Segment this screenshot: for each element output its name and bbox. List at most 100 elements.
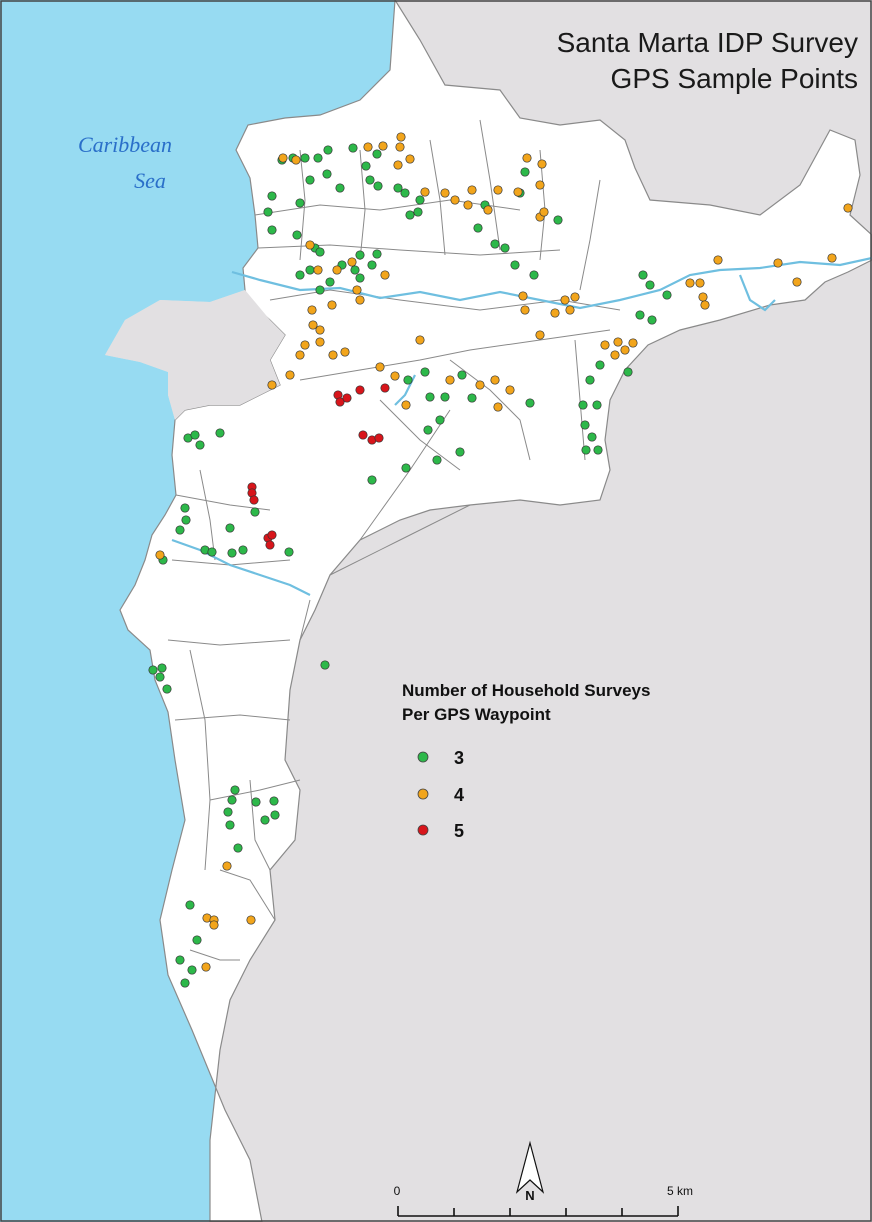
sample-point-orange [201,962,211,972]
sample-point-orange [401,400,411,410]
sample-point-green [638,270,648,280]
legend-dot-3 [417,751,429,763]
sample-point-green [425,392,435,402]
sample-point-green [355,250,365,260]
legend-label-4: 4 [454,785,464,805]
sample-point-orange [613,337,623,347]
sample-point-green [225,820,235,830]
sample-point-green [269,796,279,806]
sea-label-line2: Sea [134,168,166,193]
sample-point-orange [315,325,325,335]
sample-points [148,132,853,988]
sample-point-green [623,367,633,377]
sea-label-line1: Caribbean [78,132,172,157]
sample-point-green [405,210,415,220]
sample-point-orange [565,305,575,315]
sample-point-green [335,183,345,193]
sample-point-orange [467,185,477,195]
sample-point-green [315,285,325,295]
sample-point-orange [505,385,515,395]
sample-point-green [315,247,325,257]
map-title-line1: Santa Marta IDP Survey [557,27,858,58]
sample-point-green [207,547,217,557]
sample-point-orange [300,340,310,350]
sample-point-orange [328,350,338,360]
sample-point-orange [698,292,708,302]
north-label: N [525,1188,534,1203]
sample-point-green [367,475,377,485]
sample-point-green [400,188,410,198]
sample-point-orange [315,337,325,347]
sample-point-orange [313,265,323,275]
sample-point-orange [522,153,532,163]
sample-point-orange [340,347,350,357]
sample-point-orange [535,330,545,340]
legend-label-3: 3 [454,748,464,768]
sample-point-green [180,978,190,988]
sample-point-orange [560,295,570,305]
sample-point-green [155,672,165,682]
sample-point-orange [792,277,802,287]
sample-point-orange [332,265,342,275]
legend-title-line1: Number of Household Surveys [402,681,650,700]
sample-point-green [361,161,371,171]
city-area [119,0,872,1222]
sample-point-green [250,507,260,517]
sample-point-green [320,660,330,670]
sample-point-green [195,440,205,450]
sample-point-green [148,665,158,675]
sample-point-green [510,260,520,270]
sample-point-green [323,145,333,155]
sample-point-green [520,167,530,177]
sample-point-green [187,965,197,975]
sample-point-green [593,445,603,455]
sample-point-green [175,525,185,535]
sample-point-orange [393,160,403,170]
sample-point-green [185,900,195,910]
sample-point-orange [395,142,405,152]
sample-point-red [265,540,275,550]
sample-point-green [263,207,273,217]
sample-point-green [415,195,425,205]
sample-point-orange [445,375,455,385]
sample-point-orange [378,141,388,151]
sample-point-orange [285,370,295,380]
sample-point-red [355,385,365,395]
sample-point-green [529,270,539,280]
sample-point-green [578,400,588,410]
sample-point-orange [267,380,277,390]
sample-point-green [305,175,315,185]
sample-point-green [322,169,332,179]
sample-point-orange [537,159,547,169]
sample-point-red [267,530,277,540]
sample-point-orange [355,295,365,305]
sample-point-orange [396,132,406,142]
sample-point-red [374,433,384,443]
sample-point-green [295,270,305,280]
sample-point-green [635,310,645,320]
sample-point-green [401,463,411,473]
sample-point-orange [155,550,165,560]
sample-point-green [365,175,375,185]
sample-point-green [585,375,595,385]
sample-point-orange [390,371,400,381]
caribbean-sea [0,0,395,1222]
legend-label-5: 5 [454,821,464,841]
sample-point-green [413,207,423,217]
sample-point-green [260,815,270,825]
sample-point-green [305,265,315,275]
sample-point-green [162,684,172,694]
sample-point-red [358,430,368,440]
north-arrow-icon [515,1140,545,1194]
sample-point-green [215,428,225,438]
sample-point-orange [490,375,500,385]
sample-point-green [403,375,413,385]
district-boundaries [167,119,621,961]
sample-point-orange [535,180,545,190]
sample-point-green [467,393,477,403]
sample-point-orange [518,291,528,301]
sample-point-green [440,392,450,402]
sample-point-orange [278,153,288,163]
